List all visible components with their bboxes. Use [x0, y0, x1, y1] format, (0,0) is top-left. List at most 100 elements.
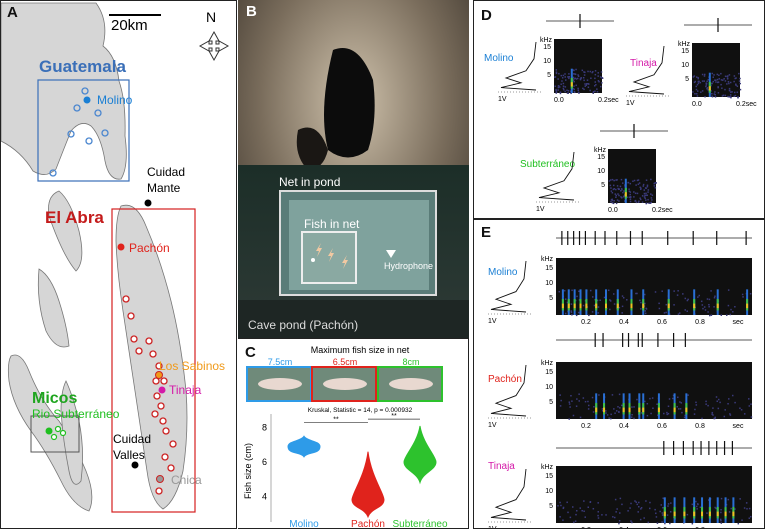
waveform	[556, 231, 752, 245]
chica-site	[156, 475, 164, 483]
city-label-mante: Cuidad Mante	[147, 165, 186, 195]
rio-subterraneo-site	[45, 427, 53, 435]
x-category-label: Subterráneo	[392, 519, 447, 529]
amp-label: 1V	[488, 526, 497, 529]
stat-text: Kruskal, Statistic = 14, p = 0.000932	[308, 407, 413, 414]
panel-c-label: C	[245, 344, 256, 361]
y-tick-label: 15	[545, 265, 553, 272]
panel-b-label: B	[246, 3, 257, 20]
x-tick-label: 0.8	[695, 423, 705, 430]
micos-sites	[50, 425, 67, 441]
y-tick-label: 5	[547, 72, 551, 79]
compass-icon	[198, 30, 230, 62]
guatemala-box	[37, 79, 130, 182]
molino-site	[83, 96, 91, 104]
north-label: N	[206, 9, 217, 25]
panel-d-label: D	[481, 7, 492, 24]
x-tick-label: 0.2	[581, 319, 591, 326]
region-el-abra: El Abra	[45, 208, 104, 227]
khz-label: kHz	[541, 256, 554, 263]
x-tick-end: 0.2sec	[598, 97, 619, 104]
spectrogram	[608, 149, 657, 205]
x-tick-start: 0.0	[692, 101, 702, 108]
y-tick-label: 5	[549, 399, 553, 406]
khz-label: kHz	[541, 360, 554, 367]
y-tick-label: 4	[262, 491, 267, 501]
landmass-el-abra-west	[48, 190, 83, 272]
waveform	[556, 333, 752, 347]
y-axis-label: Fish size (cm)	[243, 443, 253, 499]
tinaja-site	[158, 386, 166, 394]
clip-label-1: Tinaja	[630, 58, 657, 69]
x-category-label: Molino	[289, 519, 319, 529]
amp-label: 1V	[488, 318, 497, 325]
x-tick-label: sec	[733, 423, 744, 430]
y-tick-label: 10	[545, 488, 553, 495]
x-tick-label: 0.6	[657, 423, 667, 430]
x-tick-label: 0.2	[581, 423, 591, 430]
x-tick-end: 0.2sec	[652, 207, 673, 214]
y-tick-label: 15	[545, 473, 553, 480]
sig-marker: **	[333, 417, 339, 424]
y-tick-label: 15	[545, 369, 553, 376]
fish-arrows-icon	[311, 243, 348, 269]
row-label-0: Molino	[488, 267, 518, 278]
clip-label-0: Molino	[484, 53, 514, 64]
spectrogram	[556, 258, 752, 317]
fish-photo	[246, 366, 312, 402]
guatemala-sites	[49, 87, 109, 177]
amp-label: 1V	[488, 422, 497, 429]
landmass-micos	[37, 268, 70, 348]
panel-e-label: E	[481, 224, 492, 241]
x-tick-label: 0.6	[657, 319, 667, 326]
cave-pond-caption: Cave pond (Pachón)	[248, 318, 359, 332]
x-tick-label: 0.4	[619, 527, 629, 529]
fish-in-net-box	[301, 231, 357, 284]
site-label-chica: Chica	[171, 473, 202, 487]
violin-molino	[287, 435, 321, 458]
waveform	[684, 18, 752, 32]
landmass-guatemala	[1, 2, 127, 180]
violin-subterráneo	[403, 425, 437, 485]
khz-label: kHz	[541, 464, 554, 471]
row-label-1: Pachón	[488, 374, 522, 385]
y-tick-label: 5	[685, 76, 689, 83]
y-tick-label: 10	[543, 58, 551, 65]
y-tick-label: 8	[262, 423, 267, 433]
y-tick-label: 10	[597, 168, 605, 175]
spectrogram	[556, 466, 752, 525]
khz-label: kHz	[594, 147, 607, 154]
fish-photo	[377, 366, 443, 402]
fish-size-label: 8cm	[402, 357, 419, 367]
landmass-center	[60, 380, 83, 485]
waveform	[556, 441, 752, 455]
waveform	[546, 14, 614, 28]
x-tick-label: 0.4	[619, 319, 629, 326]
x-tick-label: 0.8	[695, 319, 705, 326]
mante-city	[144, 199, 152, 207]
frequency-profile	[488, 468, 531, 523]
khz-label: kHz	[540, 37, 553, 44]
y-tick-label: 10	[545, 384, 553, 391]
x-tick-label: sec	[733, 319, 744, 326]
el-abra-box	[111, 208, 196, 513]
amp-label: 1V	[498, 96, 507, 103]
khz-label: kHz	[678, 41, 691, 48]
y-tick-label: 10	[545, 280, 553, 287]
chart-title: Maximum fish size in net	[311, 345, 410, 355]
frequency-profile	[498, 41, 541, 93]
micos-box	[30, 415, 80, 453]
frequency-profile	[536, 151, 579, 203]
panel-e-spectrograms: E Molino kHz 15 10 5 0.2 0.4 0.6 0.8 sec 1V Pachón k…	[473, 219, 765, 529]
amp-label: 1V	[626, 100, 635, 107]
site-label-tinaja: Tinaja	[169, 383, 202, 397]
y-tick-label: 15	[681, 48, 689, 55]
x-tick-label: 0.8	[695, 527, 705, 529]
waveform	[600, 124, 668, 138]
x-tick-start: 0.0	[608, 207, 618, 214]
fish-in-net-label: Fish in net	[304, 217, 360, 231]
map-svg	[1, 2, 230, 513]
